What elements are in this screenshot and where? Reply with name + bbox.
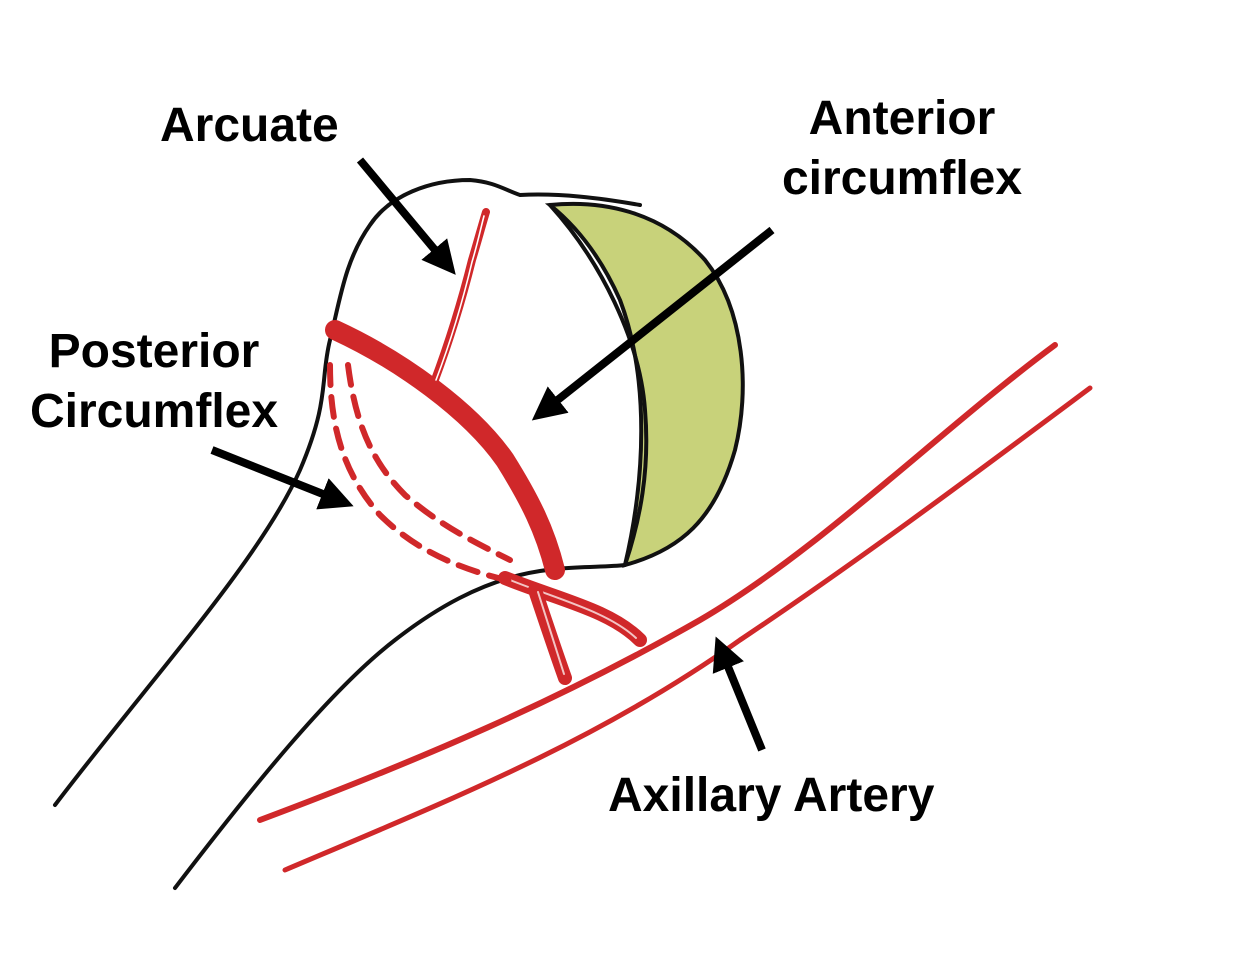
anterior-circumflex-artery (325, 320, 565, 580)
anterior-circumflex-origin-branch-a-highlight (509, 579, 637, 639)
label-arcuate-text: Arcuate (160, 99, 339, 152)
posterior-circumflex-artery-outer (327, 362, 518, 585)
anterior-circumflex-origin-branch-b-highlight (537, 591, 565, 675)
axillary-artery-upper-wall (257, 342, 1058, 823)
label-anterior-line2: circumflex (781, 152, 1023, 205)
anatomic-neck-line (548, 203, 649, 567)
humerus-outline (53, 177, 642, 807)
arrow-posterior-circumflex (210, 446, 354, 510)
arcuate-artery-highlight (435, 215, 485, 381)
arrow-anterior-circumflex (531, 226, 775, 421)
label-posterior-line2: Circumflex (29, 385, 279, 438)
label-axillary-artery: Axillary Artery (608, 766, 934, 826)
humeral-head-front-outline (173, 563, 627, 890)
label-posterior-line1: Posterior (48, 325, 260, 378)
label-anterior-line1: Anterior (808, 92, 996, 145)
label-arcuate: Arcuate (160, 96, 339, 156)
label-axillary-text: Axillary Artery (608, 769, 935, 822)
posterior-circumflex-artery-inner (345, 362, 513, 563)
arrow-arcuate (356, 157, 456, 275)
anterior-circumflex-origin-branch-a (498, 571, 647, 647)
arrow-axillary-artery (712, 636, 766, 752)
label-anterior-circumflex: Anterior circumflex (772, 89, 1032, 209)
label-posterior-circumflex: Posterior Circumflex (18, 322, 290, 442)
